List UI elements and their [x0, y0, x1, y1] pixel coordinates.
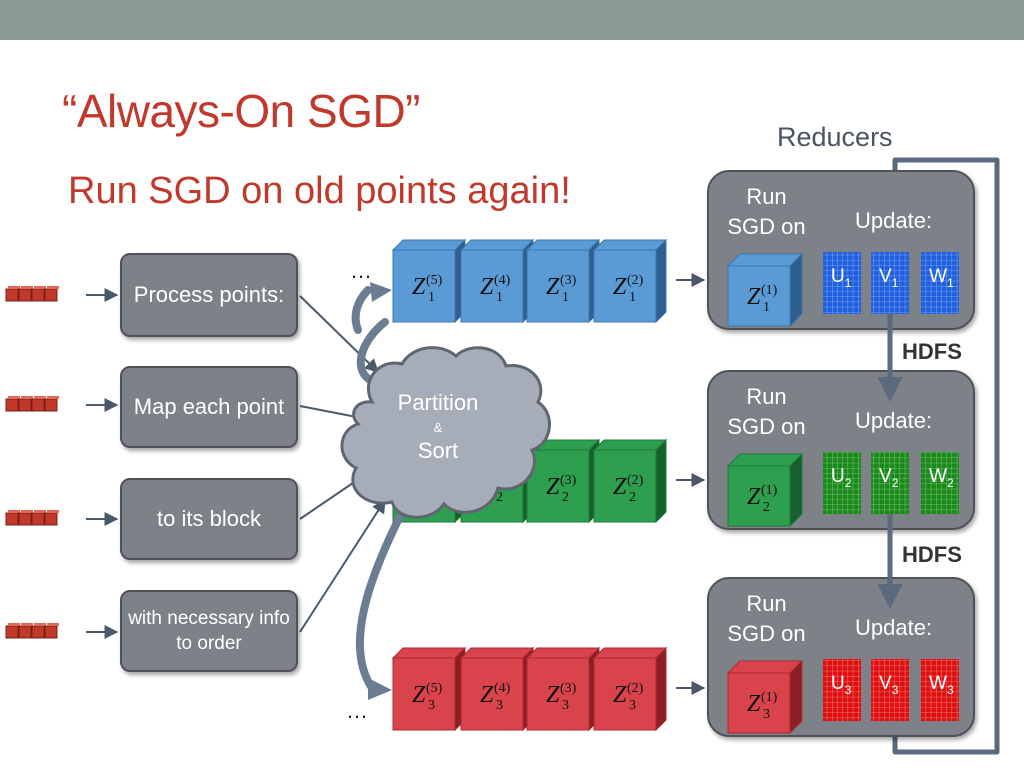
top-bar [0, 0, 1024, 40]
step-to-its-block: to its block [120, 478, 298, 560]
block-label: Z [412, 274, 426, 300]
fan-in-lines [299, 295, 386, 633]
input-points-icon [5, 510, 59, 526]
reducer-update-label: Update: [855, 615, 933, 640]
slide-subtitle: Run SGD on old points again! [68, 170, 571, 212]
svg-text:(3): (3) [560, 681, 577, 696]
svg-text:2: 2 [496, 490, 503, 505]
step-necessary-info: with necessary info to order [120, 590, 298, 672]
svg-text:(2): (2) [627, 473, 644, 488]
reducer-update-label: Update: [855, 408, 933, 433]
svg-text:(2): (2) [627, 273, 644, 288]
reducers-label: Reducers [777, 122, 893, 152]
input-points-icon [5, 396, 59, 412]
svg-text:1: 1 [428, 290, 435, 305]
svg-text:(5): (5) [426, 273, 443, 288]
svg-text:1: 1 [629, 290, 636, 305]
input-arrows [5, 286, 119, 639]
svg-text:(3): (3) [560, 473, 577, 488]
hdfs-label-2: HDFS [902, 542, 962, 567]
svg-text:(2): (2) [627, 681, 644, 696]
input-points-icon [5, 623, 59, 639]
block-label: Z [613, 474, 627, 500]
svg-text:3: 3 [562, 698, 569, 713]
step-process-points: Process points: [120, 253, 298, 337]
block-label: Z [412, 474, 426, 500]
svg-text:3: 3 [496, 698, 503, 713]
feedback-loop-arrows [882, 157, 1000, 755]
input-points-icon [5, 286, 59, 302]
block-label: Z [546, 274, 560, 300]
block-label: Z [412, 682, 426, 708]
ellipsis-top: … [350, 258, 372, 283]
ellipsis-bottom: … [346, 698, 368, 723]
slide-title: “Always-On SGD” [62, 85, 420, 137]
svg-text:(4): (4) [494, 273, 511, 288]
block-label: Z [480, 682, 494, 708]
svg-text:(5): (5) [426, 681, 443, 696]
svg-text:3: 3 [428, 698, 435, 713]
svg-text:2: 2 [562, 490, 569, 505]
block-label: Z [480, 474, 494, 500]
svg-text:2: 2 [629, 490, 636, 505]
svg-text:3: 3 [629, 698, 636, 713]
svg-text:(4): (4) [494, 681, 511, 696]
block-label: Z [480, 274, 494, 300]
block-label: Z [613, 682, 627, 708]
svg-text:1: 1 [496, 290, 503, 305]
svg-text:(3): (3) [560, 273, 577, 288]
svg-text:2: 2 [428, 490, 435, 505]
partition-sort-label: Partition & Sort [397, 390, 479, 463]
hdfs-label-1: HDFS [902, 339, 962, 364]
step-map-each-point: Map each point [120, 366, 298, 448]
block-label: Z [613, 274, 627, 300]
block-label: Z [546, 474, 560, 500]
block-label: Z [546, 682, 560, 708]
reducer-update-label: Update: [855, 208, 933, 233]
svg-text:1: 1 [562, 290, 569, 305]
svg-text:(4): (4) [494, 473, 511, 488]
svg-text:(5): (5) [426, 473, 443, 488]
